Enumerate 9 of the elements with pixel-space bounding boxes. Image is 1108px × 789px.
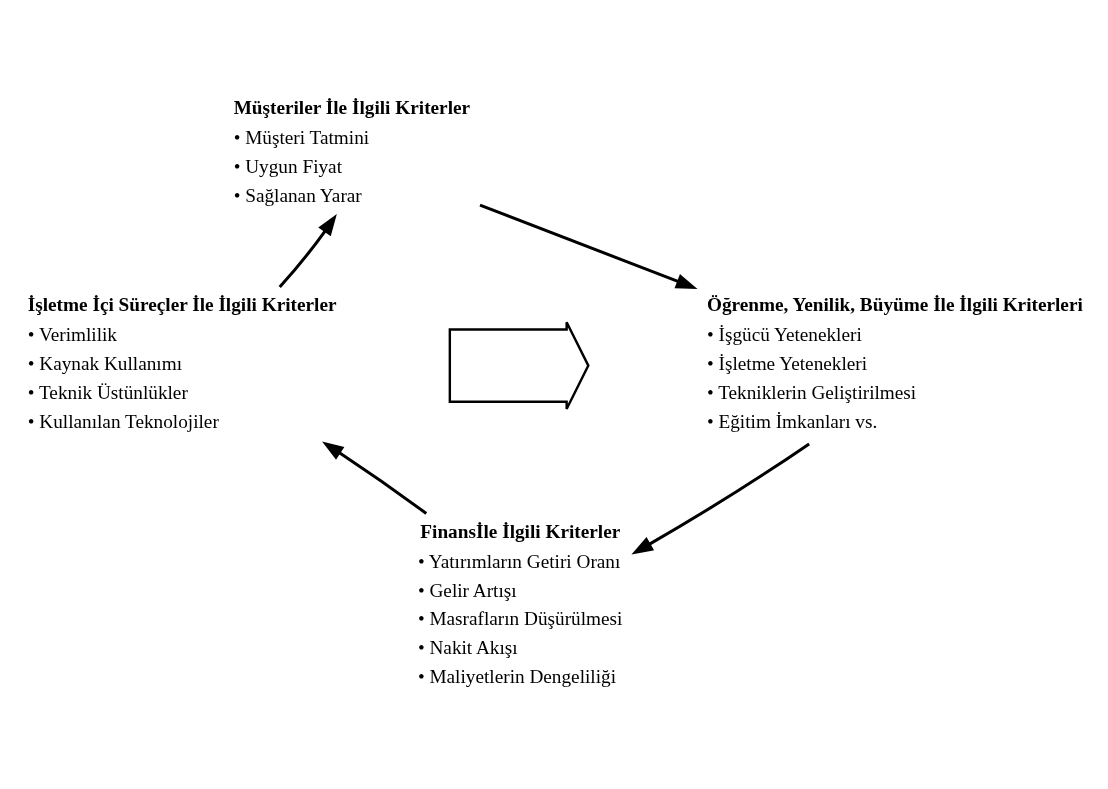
node-text: İşletme İçi Süreçler İle İlgili Kriterler • Verimlilik • Kaynak Kullanımı • Teknik Üstünlükler • Kullanılan Teknolojiler [27, 294, 337, 432]
node-text: Müşteriler İle İlgili Kriterler • Müşteri Tatmini • Uygun Fiyat • Sağlanan Yarar [233, 96, 471, 206]
arrow [479, 203, 698, 289]
arrow [322, 441, 428, 515]
node-text: Öğrenme, Yenilik, Büyüme İle İlgili Kriterleri • İşgücü Yetenekleri • İşletme Yetenekleri • Tekniklerin Geliştirilmesi • Eğitim İmkanları vs. [706, 294, 1083, 432]
node-arrow [448, 321, 590, 411]
arrow [278, 213, 337, 289]
node-text: Finansİle İlgili Kriterler • Yatırımların Getiri Oranı • Gelir Artışı • Masrafların Düşürülmesi • Nakit Akışı • Maliyetlerin Dengeliliği [417, 520, 623, 688]
arrow [631, 442, 810, 555]
